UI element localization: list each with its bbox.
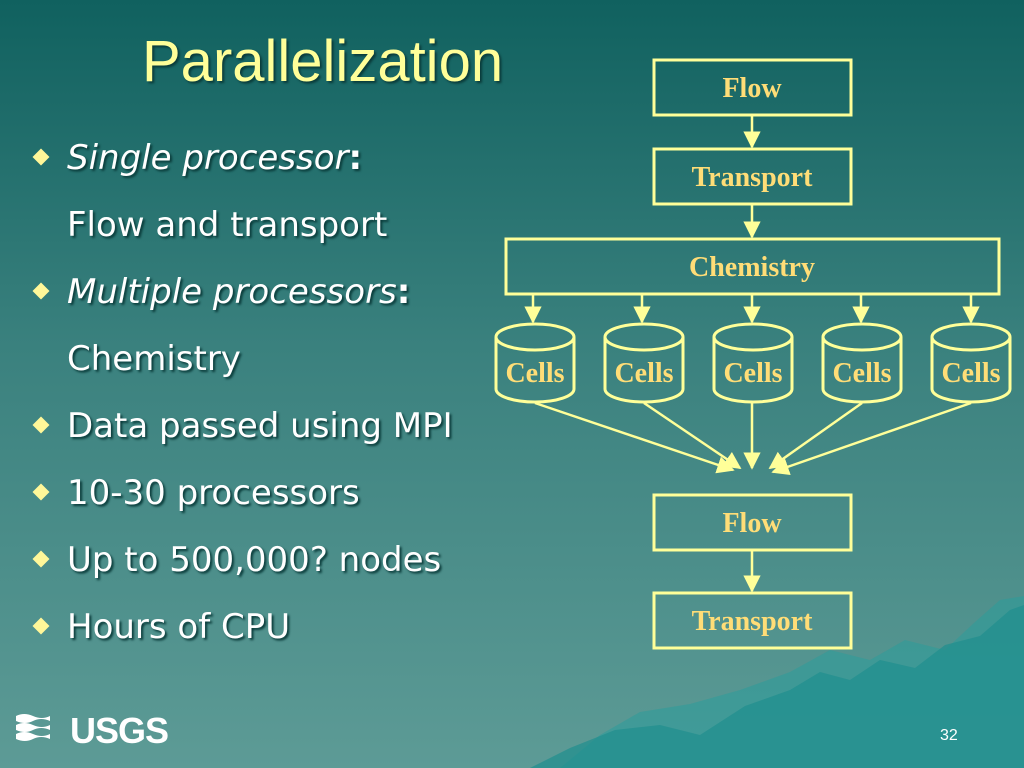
bullet-item: Data passed using MPI — [28, 402, 548, 469]
bottom-transport-label: Transport — [692, 606, 813, 637]
usgs-wave-icon — [16, 714, 50, 741]
bullet-text: Data passed using MPI — [67, 406, 453, 446]
bottom-flow-label: Flow — [722, 508, 782, 539]
cells-label: Cells — [505, 358, 564, 389]
cells-label: Cells — [941, 358, 1000, 389]
bullet-item: Up to 500,000? nodes — [28, 536, 548, 603]
bullet-colon: : — [396, 272, 411, 312]
cells-cylinder — [712, 322, 794, 404]
cells-cylinder — [603, 322, 685, 404]
sub-item: Chemistry — [28, 335, 548, 402]
top-flow-label: Flow — [722, 73, 782, 104]
bullet-text: Hours of CPU — [67, 607, 291, 647]
bullet-item: Hours of CPU — [28, 603, 548, 670]
arrow-cells-to-flow — [771, 401, 972, 476]
cells-label: Cells — [614, 358, 673, 389]
page-number: 32 — [940, 727, 958, 744]
bullet-item: Single processor: — [28, 134, 548, 201]
bullet-item: 10-30 processors — [28, 469, 548, 536]
top-transport-label: Transport — [692, 162, 813, 193]
bullet-text-italic: Single processor — [67, 138, 349, 178]
sub-item: Flow and transport — [28, 201, 548, 268]
cells-cylinder — [930, 322, 1012, 404]
bullet-text-italic: Multiple processors — [67, 272, 397, 312]
slide-title: Parallelization — [142, 29, 504, 94]
usgs-logo-text: USGS — [70, 710, 169, 751]
cells-cylinder — [494, 322, 576, 404]
sub-item-text: Flow and transport — [67, 205, 388, 245]
cells-cylinder — [821, 322, 903, 404]
bullet-item: Multiple processors: — [28, 268, 548, 335]
bullet-colon: : — [348, 138, 363, 178]
chemistry-label: Chemistry — [689, 252, 815, 283]
bullet-list: Single processor: Flow and transport Mul… — [28, 134, 548, 670]
arrow-cells-to-flow — [768, 401, 863, 470]
mountain-front — [530, 605, 1024, 768]
arrow-cells-to-flow — [643, 401, 742, 470]
cells-label: Cells — [723, 358, 782, 389]
arrow-cells-to-flow — [534, 401, 735, 474]
sub-item-text: Chemistry — [67, 339, 241, 379]
bullet-text: Up to 500,000? nodes — [67, 540, 442, 580]
bullet-text: 10-30 processors — [67, 473, 360, 513]
cells-label: Cells — [832, 358, 891, 389]
bottom-transport-box — [652, 591, 853, 650]
